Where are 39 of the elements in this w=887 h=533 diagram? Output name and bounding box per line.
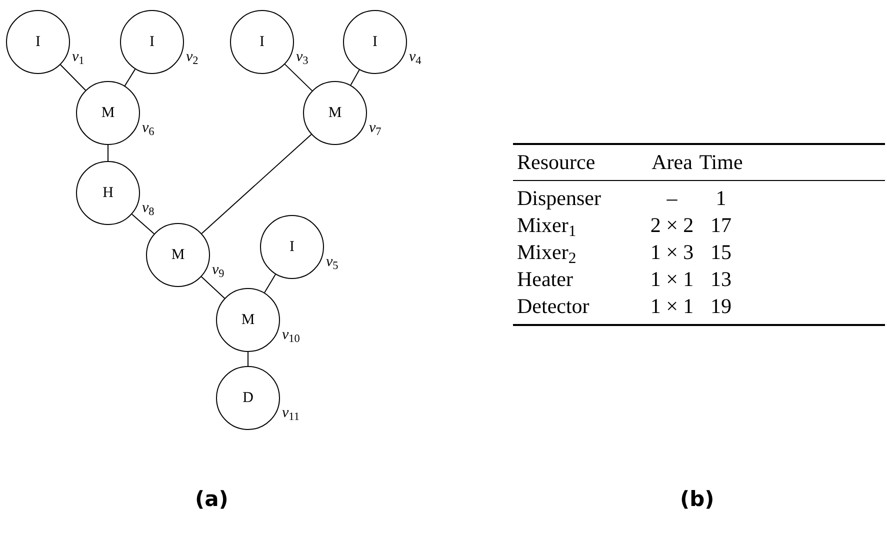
table-cell: Time [699,149,743,176]
table-cell-text: Resource [516,149,596,176]
vertex-label: v$_{8}$ [142,201,154,216]
panel-caption: (b) [680,486,714,513]
connector-line [284,64,313,92]
connector-line [124,68,136,86]
vertex-label: v$_{6}$ [142,121,154,136]
table-cell-text: Mixer$_{1}$ [516,212,578,239]
table-cell-text: – [666,185,678,212]
vertex-label: v$_{11}$ [282,406,300,421]
connector-line [131,214,155,234]
panel-caption: (a) [195,486,228,513]
table-cell-text: 2 × 2 [649,212,695,239]
vertex-label: v$_{5}$ [326,255,338,270]
table-cell-text: 1 [714,185,728,212]
table-cell-text: Detector [516,293,590,320]
table-cell-text: 15 [710,239,732,266]
vertex-label: v$_{7}$ [369,121,382,136]
connector-line [60,64,86,91]
vertex-label: v$_{1}$ [72,50,84,65]
vertex-label: v$_{10}$ [282,328,300,343]
table-cell-text: 19 [710,293,732,320]
vertex-label: v$_{9}$ [212,263,224,278]
vertex-label: v$_{4}$ [409,50,422,65]
connector-line [264,274,276,294]
connector-line [350,69,360,86]
table-cell-text: Heater [516,266,574,293]
table-cell-text: 1 × 1 [649,293,695,320]
table-cell-text: 1 × 1 [649,266,695,293]
vertex-label: v$_{3}$ [296,50,308,65]
connector-line [200,276,226,299]
table-cell-text: Dispenser [516,185,602,212]
table-cell-text: 1 × 3 [649,239,695,266]
table-cell-text: Area [650,149,694,176]
table-cell-text: 17 [710,212,732,239]
table-cell-text: 13 [710,266,732,293]
connector-line [201,134,312,234]
vertex-label: v$_{2}$ [186,50,198,65]
table-cell-text: Mixer$_{2}$ [516,239,578,266]
